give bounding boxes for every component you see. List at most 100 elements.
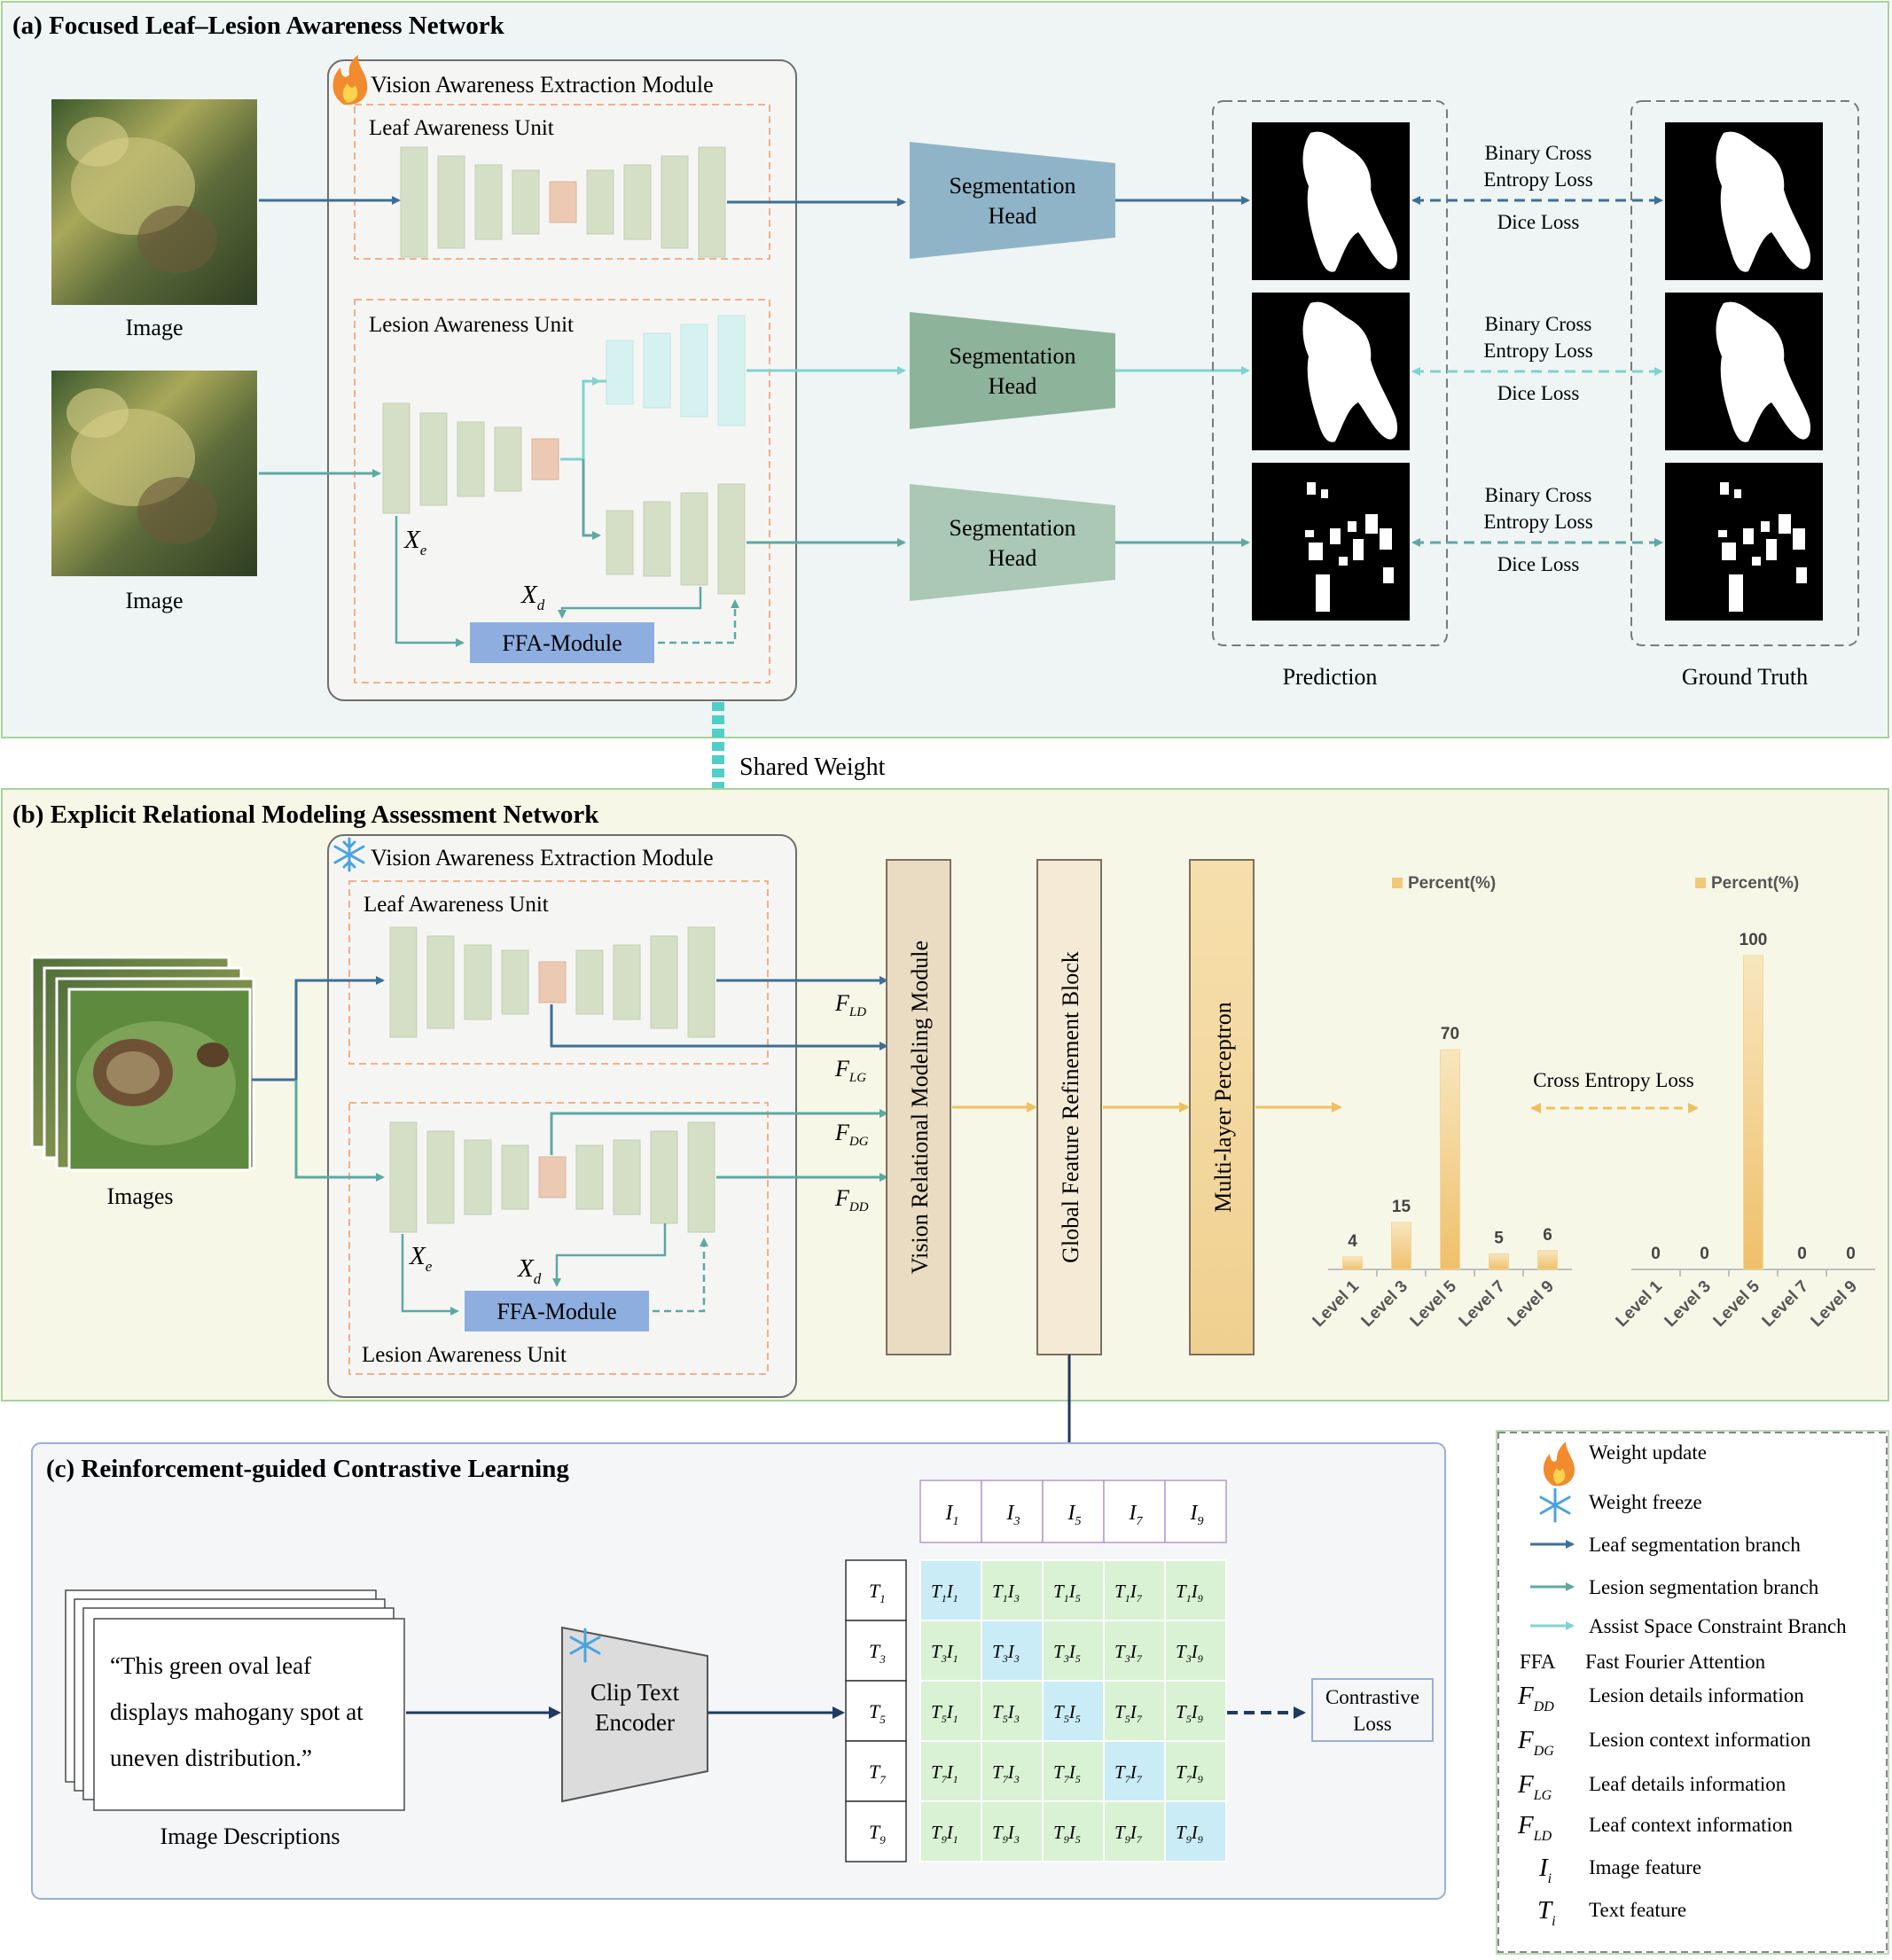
ffa-module-a [470, 622, 654, 663]
panel-a-title: (a) Focused Leaf–Lesion Awareness Networ… [12, 12, 505, 40]
legend-swatch [1695, 878, 1706, 888]
xd-label-b: Xd [517, 1254, 542, 1287]
legend-ffa-full: Fast Fourier Attention [1585, 1651, 1766, 1673]
svg-text:Segmentation: Segmentation [950, 173, 1076, 199]
image-feature-cell [1042, 1480, 1105, 1543]
matrix-cell-label: T5I9 [1176, 1701, 1203, 1725]
matrix-cell [1042, 1559, 1105, 1621]
contrastive-loss-l1: Contrastive [1325, 1686, 1419, 1708]
matrix-cell [1103, 1620, 1166, 1682]
matrix-cell-label: T3I3 [992, 1641, 1020, 1665]
lesion-unit-label-b: Lesion Awareness Unit [362, 1343, 567, 1367]
matrix-cell-label: T7I1 [931, 1761, 958, 1785]
image-feature-label: I5 [1067, 1502, 1082, 1528]
images-label: Images [106, 1183, 173, 1209]
matrix-cell [919, 1800, 982, 1862]
matrix-cell-label: T1I5 [1053, 1581, 1081, 1605]
matrix-cell [1164, 1740, 1227, 1802]
loss-group-2: Binary Cross Entropy Loss Dice Loss [1483, 313, 1592, 404]
lesion-decoder-blocks-a [606, 483, 746, 595]
bar-value-label: 0 [1651, 1245, 1661, 1263]
multi-layer-perceptron-block [1189, 859, 1255, 1355]
input-image-2 [51, 371, 257, 576]
xe-label-b: Xe [409, 1242, 433, 1275]
bar [1391, 1222, 1411, 1270]
svg-text:Binary Cross: Binary Cross [1485, 313, 1592, 335]
matrix-cell [1042, 1740, 1105, 1802]
ground-truth-mask-2 [1665, 293, 1823, 450]
matrix-cell-label: T9I1 [931, 1822, 958, 1846]
svg-text:Encoder: Encoder [595, 1709, 675, 1736]
matrix-cell-label: T5I7 [1114, 1701, 1143, 1725]
matrix-cell-label: T1I3 [992, 1581, 1020, 1605]
bar-value-label: 0 [1797, 1245, 1807, 1263]
svg-text:Head: Head [989, 545, 1037, 571]
image-feature-label: I3 [1006, 1502, 1020, 1528]
prediction-mask-1 [1252, 122, 1410, 280]
matrix-cell [981, 1800, 1044, 1862]
legend: Weight update Weight freeze Leaf segment… [1496, 1430, 1889, 1955]
contrastive-loss-l2: Loss [1353, 1713, 1392, 1735]
lesion-unit-blocks-b [389, 1121, 715, 1233]
svg-text:Dice Loss: Dice Loss [1497, 211, 1580, 233]
svg-text:Head: Head [989, 373, 1037, 399]
text-feature-cell [845, 1680, 907, 1742]
svg-text:Head: Head [989, 203, 1037, 229]
matrix-cell-label: T3I9 [1176, 1641, 1203, 1665]
text-feature-label: T7 [869, 1761, 886, 1786]
module-title-b: Vision Awareness Extraction Module [371, 845, 714, 871]
f-dg-label: FDG [834, 1120, 869, 1149]
matrix-cell [919, 1680, 982, 1742]
ground-truth-group [1630, 100, 1859, 646]
image-label-1: Image [126, 315, 184, 340]
legend-weight-update: Weight update [1589, 1441, 1707, 1464]
matrix-cell [981, 1559, 1044, 1621]
matrix-cell-positive [1103, 1740, 1166, 1802]
matrix-cell-label: T3I7 [1114, 1641, 1143, 1665]
lesion-encoder-blocks-a [382, 402, 559, 514]
text-feature-cell [845, 1800, 907, 1862]
prediction-label: Prediction [1283, 664, 1378, 690]
svg-text:Segmentation: Segmentation [950, 343, 1076, 369]
svg-text:Entropy Loss: Entropy Loss [1483, 511, 1592, 533]
bar [1537, 1250, 1558, 1270]
assist-decoder-blocks-a [606, 315, 746, 426]
lesion-unit-label-a: Lesion Awareness Unit [369, 313, 574, 337]
matrix-cell-label: T1I9 [1176, 1581, 1203, 1605]
matrix-cell-label: T5I3 [992, 1701, 1020, 1725]
ground-truth-label: Ground Truth [1682, 664, 1808, 690]
prediction-mask-2 [1252, 293, 1410, 450]
ffa-module-b [465, 1291, 649, 1331]
bar [1440, 1049, 1460, 1270]
snowflake-icon [569, 1628, 601, 1663]
svg-text:Segmentation: Segmentation [950, 515, 1076, 541]
text-feature-label: T1 [869, 1580, 886, 1605]
image-label-2: Image [126, 588, 184, 613]
f-lg-label: FLG [834, 1056, 866, 1085]
matrix-cell-label: T5I1 [931, 1701, 958, 1725]
leaf-unit-label-a: Leaf Awareness Unit [369, 116, 554, 140]
legend-fdd: Lesion details information [1589, 1684, 1804, 1706]
matrix-cell-positive [1164, 1800, 1227, 1862]
svg-text:Clip Text: Clip Text [590, 1679, 680, 1706]
matrix-cell-label: T3I5 [1053, 1641, 1081, 1665]
bar [1342, 1256, 1363, 1270]
loss-group-3: Binary Cross Entropy Loss Dice Loss [1483, 484, 1592, 575]
text-feature-label: T3 [869, 1640, 886, 1666]
ffa-label-b: FFA-Module [496, 1299, 616, 1324]
bar [1743, 955, 1763, 1270]
matrix-cell [1164, 1680, 1227, 1742]
image-descriptions-label: Image Descriptions [160, 1823, 340, 1849]
fire-icon [332, 55, 368, 105]
image-feature-cell [919, 1480, 982, 1543]
bar-value-label: 6 [1543, 1226, 1552, 1245]
matrix-cell-label: T9I7 [1114, 1822, 1143, 1846]
vrm-label: Vision Relational Modeling Module [907, 941, 933, 1274]
image-description-cards [65, 1589, 405, 1811]
matrix-cell-label: T1I7 [1114, 1581, 1143, 1605]
legend-ti: Text feature [1589, 1899, 1686, 1921]
loss-group-1: Binary Cross Entropy Loss Dice Loss [1483, 142, 1592, 233]
panel-b-title: (b) Explicit Relational Modeling Assessm… [12, 800, 599, 829]
f-dd-label: FDD [834, 1185, 869, 1214]
xd-label-a: Xd [520, 581, 545, 613]
